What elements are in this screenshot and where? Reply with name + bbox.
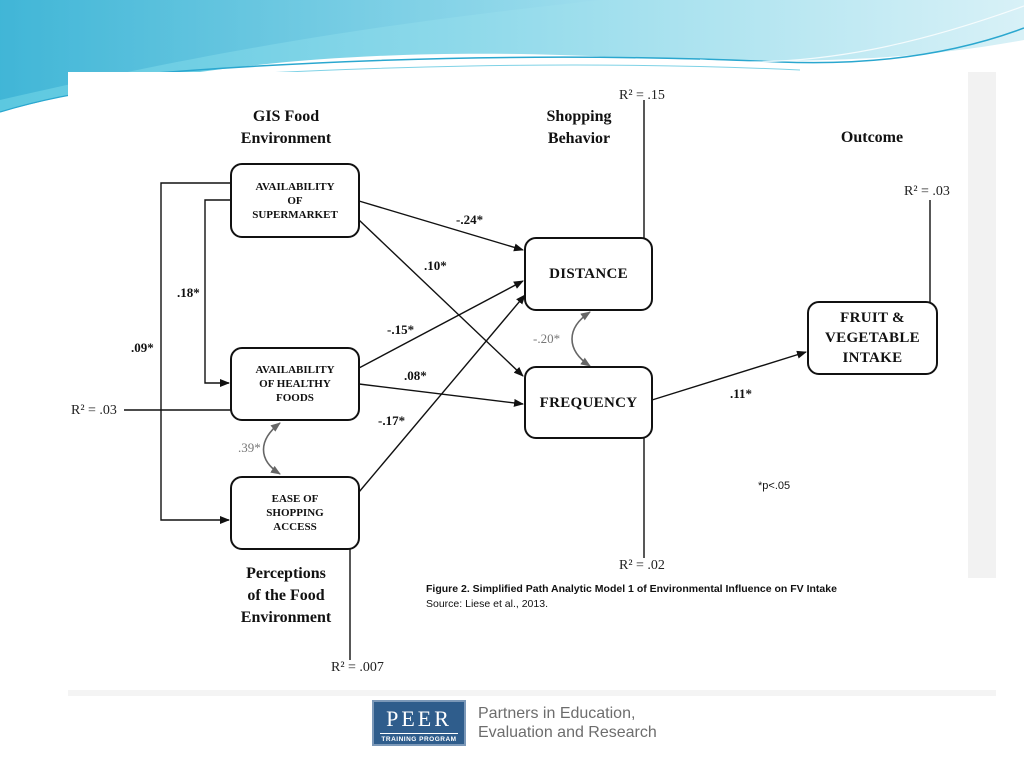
path-supermarket-ease	[160, 182, 231, 524]
node-fruit-vegetable-intake: FRUIT & VEGETABLE INTAKE	[807, 301, 938, 375]
peer-logo-tagline: Partners in Education, Evaluation and Re…	[478, 705, 657, 741]
coef-ease-distance: -.17*	[378, 413, 406, 428]
header-shopping-behavior: Shopping Behavior	[546, 108, 612, 147]
path-supermarket-frequency	[358, 219, 524, 377]
coef-healthy-frequency: .08*	[404, 368, 427, 383]
coef-healthy-distance: -.15*	[387, 322, 415, 337]
figure-caption-source: Source: Liese et al., 2013.	[426, 598, 548, 610]
panel-shadow	[968, 72, 996, 578]
path-supermarket-distance	[358, 200, 524, 252]
header-gis-food-environment: GIS Food Environment	[240, 108, 332, 147]
r2-healthy-foods: R² = .03	[71, 403, 117, 418]
significance-note: *p<.05	[758, 480, 791, 492]
r2-frequency: R² = .02	[619, 558, 665, 573]
coef-supermarket-ease: .09*	[131, 340, 154, 355]
coef-supermarket-healthy: .18*	[177, 285, 200, 300]
figure-caption-title: Figure 2. Simplified Path Analytic Model…	[426, 583, 837, 595]
path-healthy-distance	[358, 280, 524, 369]
header-perceptions: Perceptions of the Food Environment	[240, 565, 332, 626]
node-ease-of-shopping-access: EASE OF SHOPPING ACCESS	[230, 476, 360, 550]
node-frequency: FREQUENCY	[524, 366, 653, 439]
cov-healthy-ease	[262, 422, 281, 475]
node-distance: DISTANCE	[524, 237, 653, 311]
path-supermarket-healthy	[204, 199, 231, 387]
coef-supermarket-frequency: .10*	[424, 258, 447, 273]
header-outcome: Outcome	[840, 129, 904, 146]
r2-distance: R² = .15	[619, 88, 665, 103]
node-availability-of-healthy-foods: AVAILABILITY OF HEALTHY FOODS	[230, 347, 360, 421]
peer-logo: PEER TRAINING PROGRAM	[372, 700, 466, 746]
path-ease-distance	[358, 294, 526, 493]
coef-supermarket-distance: -.24*	[456, 212, 484, 227]
node-availability-of-supermarket: AVAILABILITY OF SUPERMARKET	[230, 163, 360, 238]
path-frequency-fv	[651, 350, 807, 401]
coef-cov-healthy-ease: .39*	[238, 440, 261, 455]
peer-logo-name: PEER	[386, 706, 452, 731]
coef-cov-distance-frequency: -.20*	[533, 331, 561, 346]
panel-shadow-bottom	[68, 690, 996, 696]
cov-distance-frequency	[571, 311, 591, 367]
r2-ease-of-shopping: R² = .007	[331, 660, 384, 675]
peer-logo-subtitle: TRAINING PROGRAM	[380, 733, 458, 743]
coef-frequency-fv: .11*	[730, 386, 753, 401]
r2-fv-intake: R² = .03	[904, 184, 950, 199]
